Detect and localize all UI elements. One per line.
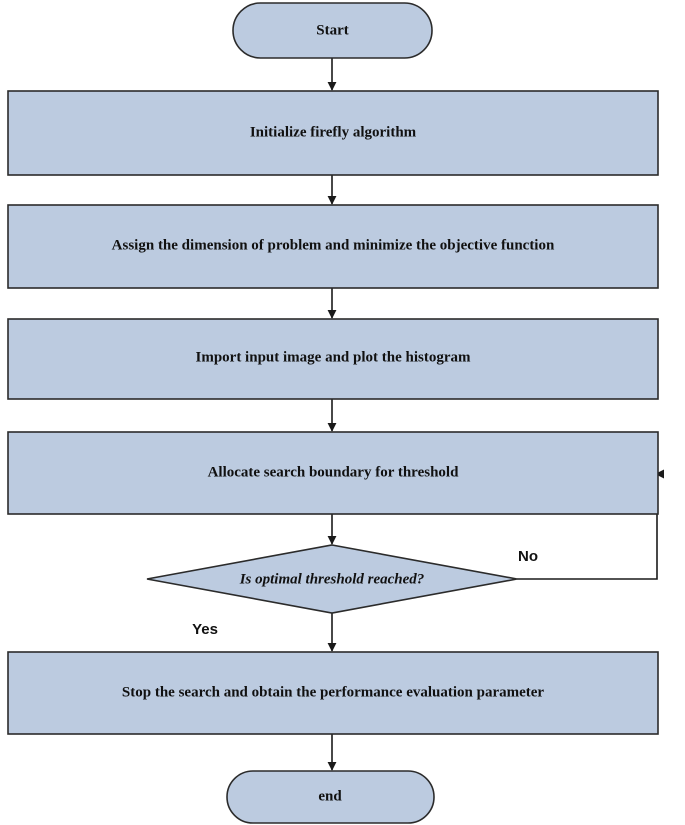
stop-step: Stop the search and obtain the performan… — [7, 651, 659, 735]
branch-yes-label: Yes — [192, 621, 218, 638]
import-step-label: Import input image and plot the histogra… — [195, 349, 471, 365]
import-step-box — [7, 318, 659, 400]
allocate-step: Allocate search boundary for threshold — [7, 431, 659, 515]
branch-no-label: No — [518, 548, 538, 565]
start-terminator-shape — [232, 2, 433, 59]
end-label: end — [318, 788, 342, 804]
init-step-label: Initialize firefly algorithm — [250, 124, 417, 140]
stop-step-box — [7, 651, 659, 735]
start-node: Start — [232, 2, 433, 59]
decision-label: Is optimal threshold reached? — [239, 571, 425, 587]
end-node: end — [226, 770, 435, 824]
decision-diamond — [146, 544, 518, 614]
assign-step: Assign the dimension of problem and mini… — [7, 204, 659, 289]
allocate-step-label: Allocate search boundary for threshold — [208, 464, 459, 480]
import-step: Import input image and plot the histogra… — [7, 318, 659, 400]
assign-step-label: Assign the dimension of problem and mini… — [112, 237, 555, 253]
init-step: Initialize firefly algorithm — [7, 90, 659, 176]
stop-step-label: Stop the search and obtain the performan… — [122, 684, 545, 700]
init-step-box — [7, 90, 659, 176]
end-terminator-shape — [226, 770, 435, 824]
decision-node: Is optimal threshold reached? — [146, 544, 518, 614]
assign-step-box — [7, 204, 659, 289]
start-label: Start — [316, 22, 349, 38]
allocate-step-box — [7, 431, 659, 515]
